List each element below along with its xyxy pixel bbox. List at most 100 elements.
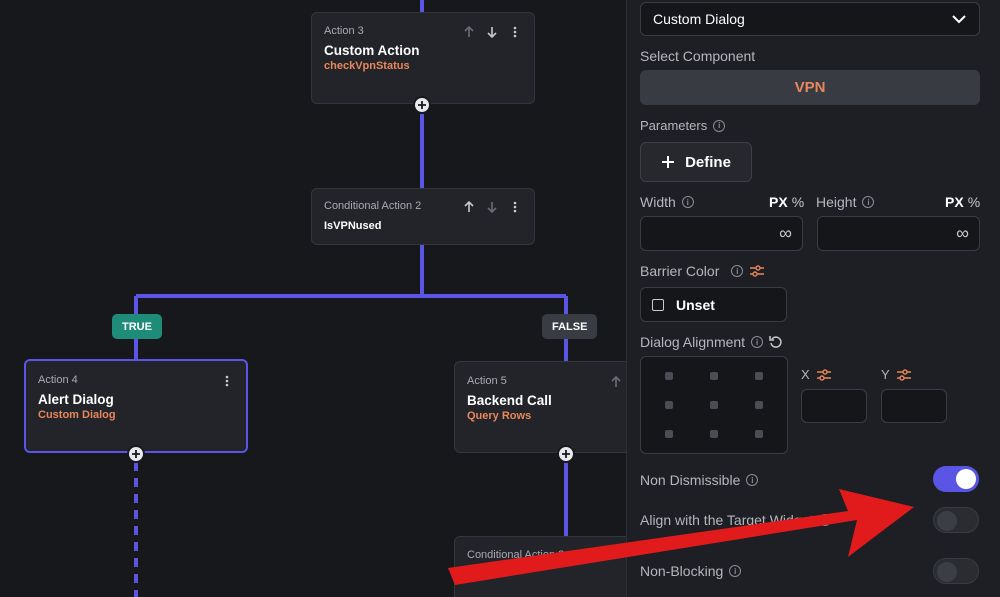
- add-action-button[interactable]: [127, 445, 145, 463]
- more-options-icon[interactable]: [508, 200, 522, 214]
- unit-px[interactable]: PX: [769, 194, 788, 210]
- plus-icon: [132, 450, 140, 458]
- non-dismissible-label: Non Dismissible i: [640, 472, 759, 488]
- reset-icon[interactable]: [769, 335, 783, 349]
- align-target-text: Align with the Target Widget: [640, 512, 814, 528]
- barrier-color-label: Barrier Color i: [640, 263, 765, 279]
- action-node-alert-dialog[interactable]: Action 4 Alert Dialog Custom Dialog: [24, 359, 248, 453]
- action-flow-canvas[interactable]: Action 3 Custom Action checkVpnStatus Co…: [0, 0, 626, 597]
- height-label: Height i: [816, 194, 875, 210]
- width-unit-toggle[interactable]: PX%: [769, 194, 804, 210]
- barrier-color-text: Barrier Color: [640, 263, 720, 279]
- align-bottom-center[interactable]: [692, 420, 737, 449]
- y-text: Y: [881, 367, 890, 382]
- node-kicker: Action 5: [467, 375, 507, 387]
- component-value: VPN: [794, 79, 826, 96]
- info-icon[interactable]: i: [819, 514, 832, 526]
- node-kicker: Action 4: [38, 374, 78, 386]
- conditional-node-isvpnused[interactable]: Conditional Action 2 IsVPNused: [311, 188, 535, 245]
- variable-settings-icon[interactable]: [896, 368, 912, 382]
- node-kicker: Conditional Action 2: [324, 200, 422, 212]
- info-icon[interactable]: i: [751, 336, 764, 348]
- alignment-grid[interactable]: [640, 356, 788, 454]
- node-kicker: Action 3: [324, 25, 364, 37]
- align-bottom-right[interactable]: [736, 420, 781, 449]
- select-component-button[interactable]: VPN: [640, 70, 980, 105]
- move-down-icon[interactable]: [485, 200, 499, 214]
- align-target-widget-label: Align with the Target Widget i: [640, 512, 832, 528]
- align-top-right[interactable]: [736, 361, 781, 390]
- parameters-text: Parameters: [640, 118, 708, 133]
- select-component-label: Select Component: [640, 48, 755, 64]
- barrier-color-picker[interactable]: Unset: [640, 287, 787, 322]
- height-input[interactable]: ∞: [817, 216, 980, 251]
- variable-settings-icon[interactable]: [749, 264, 765, 278]
- height-value: ∞: [956, 223, 969, 243]
- non-dismissible-text: Non Dismissible: [640, 472, 741, 488]
- info-icon[interactable]: i: [729, 565, 742, 577]
- move-up-icon[interactable]: [462, 200, 476, 214]
- define-parameters-button[interactable]: Define: [640, 142, 752, 182]
- dialog-type-dropdown[interactable]: Custom Dialog: [640, 2, 980, 36]
- move-up-icon[interactable]: [462, 25, 476, 39]
- conditional-node-3[interactable]: Conditional Action 3: [454, 536, 626, 597]
- unit-percent[interactable]: %: [791, 194, 805, 210]
- parameters-label: Parameters i: [640, 118, 726, 133]
- non-dismissible-toggle[interactable]: [933, 466, 979, 492]
- width-label: Width i: [640, 194, 694, 210]
- align-center-right[interactable]: [736, 390, 781, 419]
- align-bottom-left[interactable]: [647, 420, 692, 449]
- info-icon[interactable]: i: [713, 119, 726, 132]
- define-label: Define: [685, 153, 731, 171]
- add-action-button[interactable]: [413, 96, 431, 114]
- move-up-icon[interactable]: [609, 547, 623, 561]
- move-down-icon[interactable]: [485, 25, 499, 39]
- align-top-left[interactable]: [647, 361, 692, 390]
- non-blocking-toggle[interactable]: [933, 558, 979, 584]
- width-value: ∞: [779, 223, 792, 243]
- info-icon[interactable]: i: [731, 265, 744, 277]
- align-top-center[interactable]: [692, 361, 737, 390]
- node-subtitle: checkVpnStatus: [324, 60, 410, 72]
- node-title: Backend Call: [467, 393, 552, 408]
- y-offset-input[interactable]: [881, 389, 947, 423]
- node-title: Alert Dialog: [38, 392, 114, 407]
- info-icon[interactable]: i: [862, 196, 875, 208]
- variable-settings-icon[interactable]: [816, 368, 832, 382]
- dialog-alignment-label: Dialog Alignment i: [640, 334, 783, 350]
- x-offset-label: X: [801, 367, 832, 382]
- node-title: Custom Action: [324, 43, 420, 58]
- height-text: Height: [816, 194, 857, 210]
- x-offset-input[interactable]: [801, 389, 867, 423]
- color-swatch: [652, 298, 664, 311]
- align-center-left[interactable]: [647, 390, 692, 419]
- more-options-icon[interactable]: [508, 25, 522, 39]
- unit-percent[interactable]: %: [967, 194, 981, 210]
- align-center[interactable]: [692, 390, 737, 419]
- width-text: Width: [640, 194, 676, 210]
- node-subtitle: Query Rows: [467, 410, 532, 422]
- info-icon[interactable]: i: [681, 196, 694, 208]
- node-subtitle: Custom Dialog: [38, 409, 116, 421]
- chevron-down-icon: [952, 15, 966, 24]
- width-input[interactable]: ∞: [640, 216, 803, 251]
- plus-icon: [418, 101, 426, 109]
- add-action-button[interactable]: [557, 445, 575, 463]
- non-blocking-label: Non-Blocking i: [640, 563, 742, 579]
- non-blocking-text: Non-Blocking: [640, 563, 724, 579]
- action-node-custom-action[interactable]: Action 3 Custom Action checkVpnStatus: [311, 12, 535, 104]
- true-branch-badge: TRUE: [112, 314, 162, 339]
- unit-px[interactable]: PX: [945, 194, 964, 210]
- node-title: IsVPNused: [324, 220, 382, 232]
- x-text: X: [801, 367, 810, 382]
- more-options-icon[interactable]: [220, 374, 234, 388]
- dialog-type-value: Custom Dialog: [653, 11, 745, 27]
- height-unit-toggle[interactable]: PX%: [945, 194, 980, 210]
- move-up-icon[interactable]: [609, 375, 623, 389]
- dialog-properties-panel: Custom Dialog Select Component VPN Param…: [626, 0, 1000, 597]
- align-target-widget-toggle[interactable]: [933, 507, 979, 533]
- action-node-backend-call[interactable]: Action 5 Backend Call Query Rows: [454, 361, 626, 453]
- barrier-color-value: Unset: [676, 296, 715, 313]
- info-icon[interactable]: i: [746, 474, 759, 486]
- dialog-alignment-text: Dialog Alignment: [640, 334, 746, 350]
